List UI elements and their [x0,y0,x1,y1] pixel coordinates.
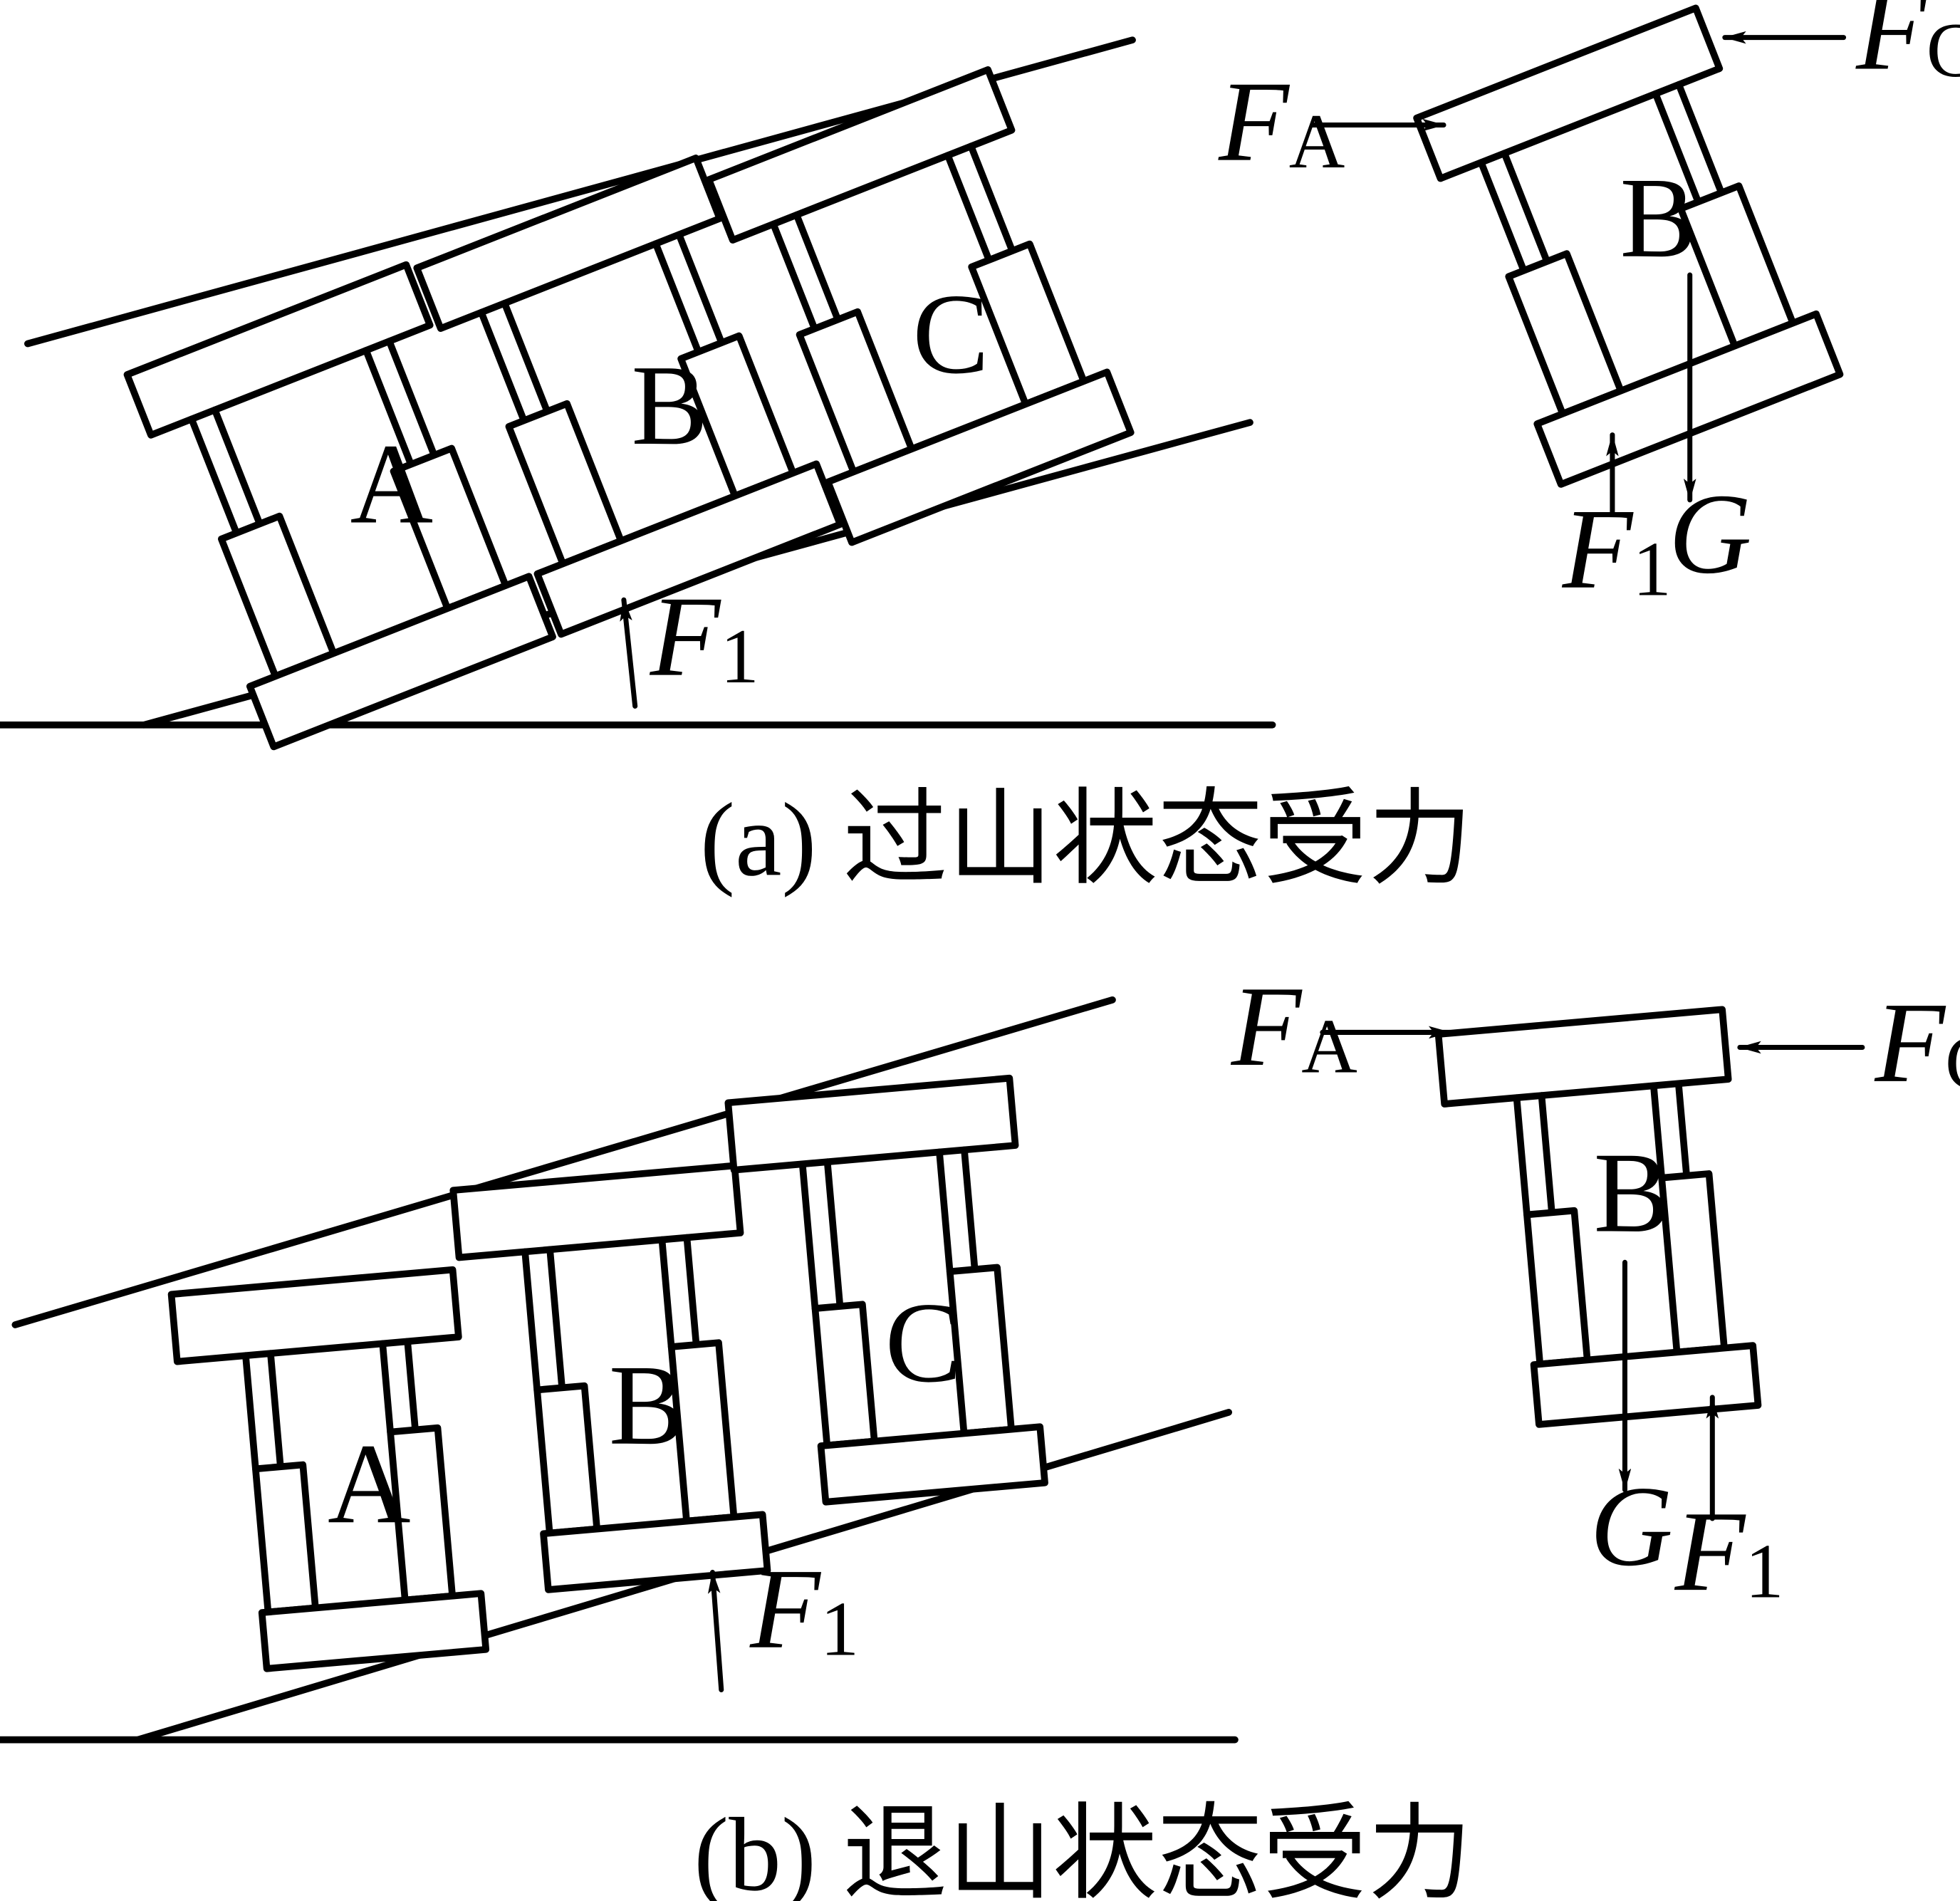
fa-label-panel-a: FA [1218,58,1345,185]
detail-label-b-panel-b: B [1594,1128,1671,1256]
f1-label-detail-panel-b: F1 [1674,1487,1784,1615]
support-a-panel-b [167,1266,490,1672]
g-label-panel-a: G [1669,470,1752,598]
f1-label-panel-a: F1 [650,573,759,700]
fc-label-panel-a: FC [1855,0,1960,94]
support-c-panel-a [705,66,1135,546]
caption-panel-b: (b) 退山状态受力 [694,1796,1472,1901]
detail-label-b-panel-a: B [1620,154,1696,281]
upper-roof-line-b [11,996,1116,1328]
label-b-panel-a: B [631,341,708,469]
support-b-panel-a [413,155,844,638]
panel-a: A B C F1 B FA FC G F1 (a) 过山状态受力 [0,0,1960,897]
fc-label-panel-b: FC [1874,979,1960,1106]
fa-label-panel-b: FA [1231,962,1357,1090]
detail-b-panel-b [1434,1006,1762,1428]
g-label-panel-b: G [1590,1462,1673,1590]
f1-arrow-panel-b [707,1569,724,1692]
support-c-panel-b [724,1074,1048,1506]
label-b-panel-b: B [609,1341,686,1469]
f1-label-detail-panel-a: F1 [1562,485,1672,613]
f1-arrow-panel-a [620,597,638,709]
label-a-panel-b: A [328,1420,411,1547]
label-c-panel-a: C [912,270,989,397]
panel-b: A B C F1 B FA FC G F1 (b) 退山状态受力 [0,962,1960,1901]
support-a-panel-a [123,261,556,751]
label-a-panel-a: A [350,420,434,547]
caption-panel-a: (a) 过山状态受力 [700,781,1473,897]
label-c-panel-b: C [885,1278,962,1406]
support-b-panel-b [449,1162,771,1593]
f1-label-panel-b: F1 [749,1545,859,1672]
